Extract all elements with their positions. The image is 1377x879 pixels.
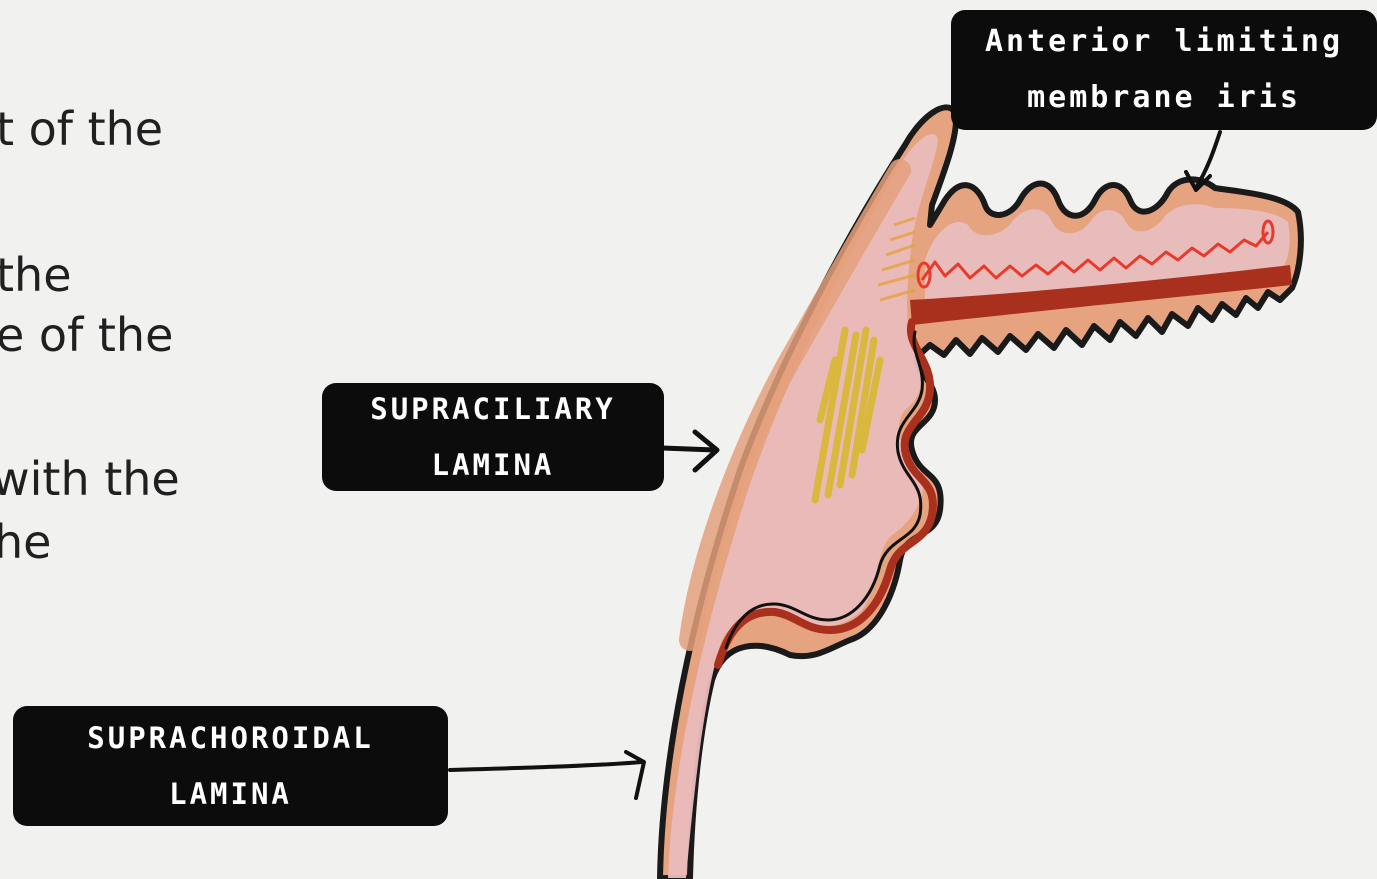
label-anterior-limiting-membrane: Anterior limiting membrane iris <box>951 10 1377 130</box>
label-anterior-line-2: membrane iris <box>1027 70 1301 126</box>
label-suprachoroidal-lamina: SUPRACHOROIDAL LAMINA <box>13 706 448 826</box>
arrowhead-suprachoroidal <box>626 752 644 798</box>
ciliary-stroma <box>668 134 938 878</box>
arrow-supraciliary <box>662 448 715 450</box>
arrow-suprachoroidal <box>450 762 642 770</box>
label-supraciliary-line-1: SUPRACILIARY <box>370 381 616 437</box>
label-anterior-line-1: Anterior limiting <box>985 14 1343 70</box>
label-supraciliary-line-2: LAMINA <box>432 437 555 493</box>
label-supraciliary-lamina: SUPRACILIARY LAMINA <box>322 383 664 491</box>
label-suprachoroidal-line-1: SUPRACHOROIDAL <box>87 710 373 766</box>
label-suprachoroidal-line-2: LAMINA <box>169 766 292 822</box>
